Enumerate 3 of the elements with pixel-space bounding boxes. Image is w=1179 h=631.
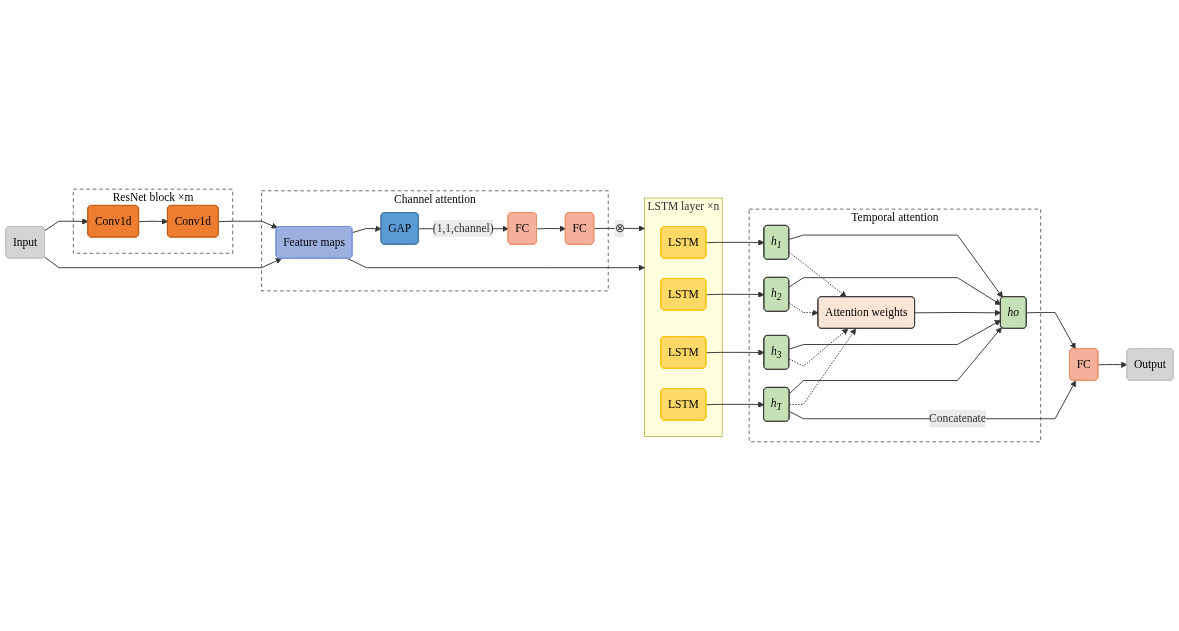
edge-label: (1,1,channel) bbox=[432, 221, 494, 235]
edge-label: Concatenate bbox=[928, 412, 986, 425]
edge-label: ⊗ bbox=[614, 221, 624, 235]
